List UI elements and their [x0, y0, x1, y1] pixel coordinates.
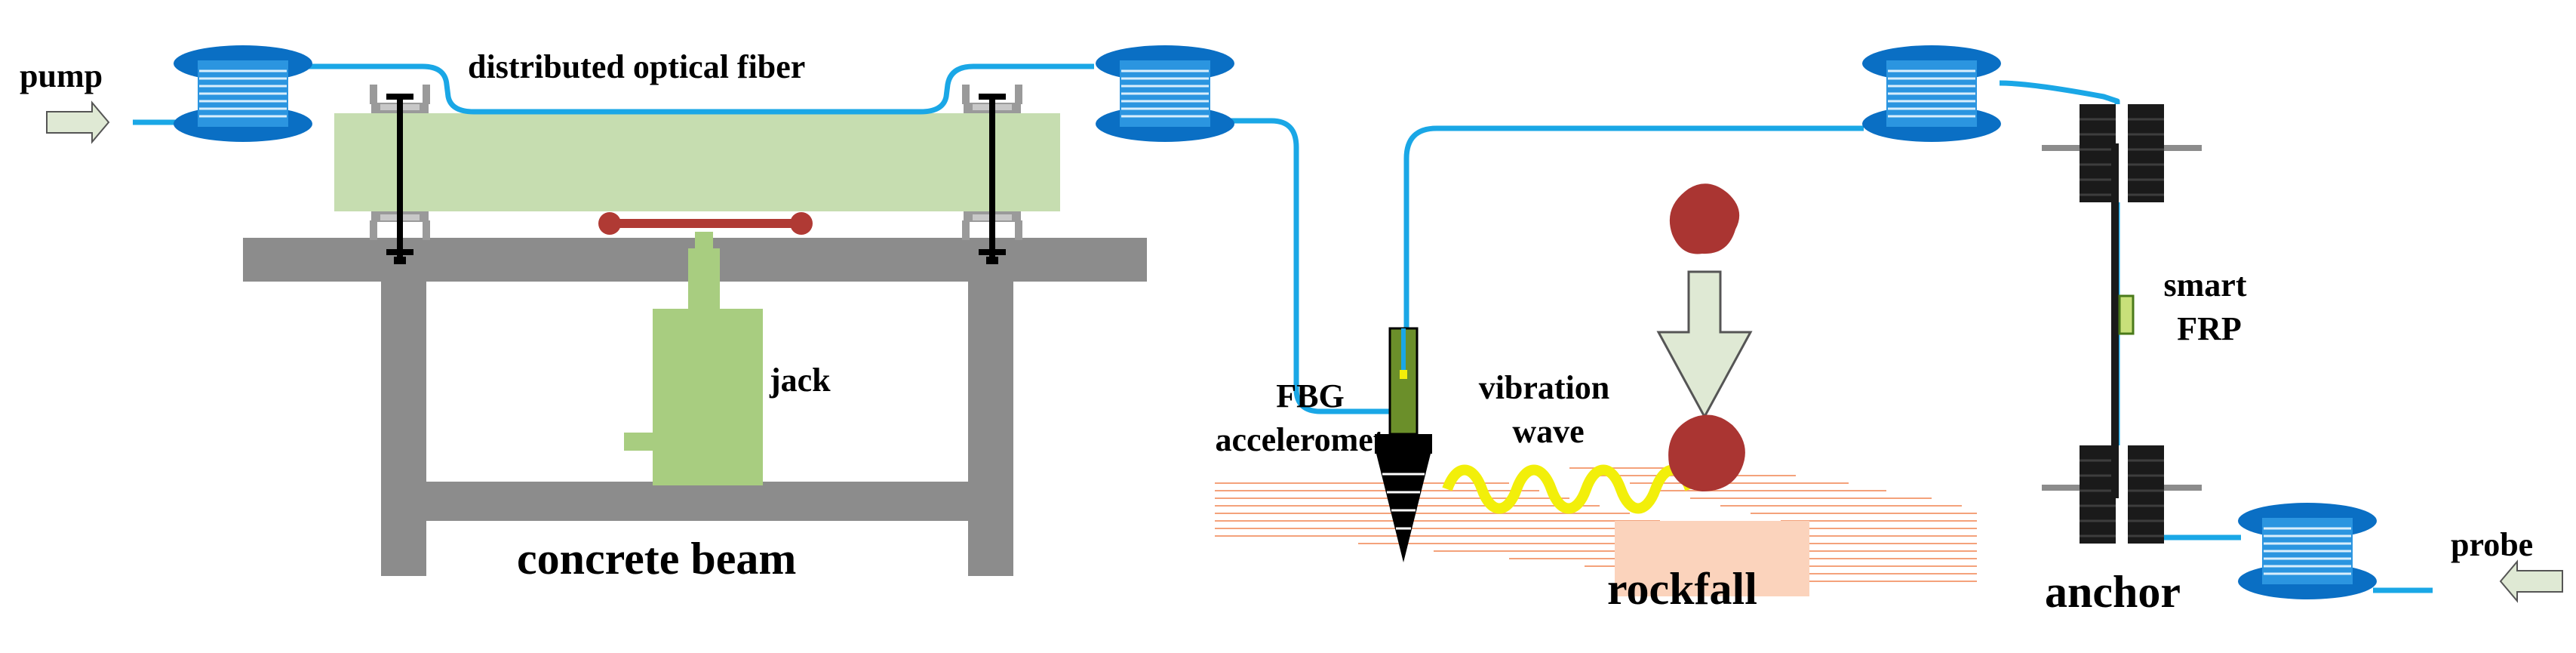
fiber-spool-right: [1861, 44, 2003, 143]
anchor-plate-top: [2078, 103, 2166, 204]
anchor-plate-bottom: [2078, 444, 2166, 545]
smart-frp-label: smart FRP: [2164, 266, 2255, 347]
beam-clamp-right: [962, 85, 1022, 264]
smart-frp-anchor: [2042, 103, 2202, 545]
probe-input-arrow: [2499, 559, 2563, 603]
fall-direction-arrow: [1656, 270, 1753, 420]
rockfall-label: rockfall: [1607, 564, 1757, 614]
vibration-wave: [1442, 464, 1695, 514]
falling-rock: [1669, 183, 1740, 254]
impacted-rock: [1668, 414, 1745, 491]
concrete-beam-setup: jack concrete beam: [243, 85, 1147, 584]
fbg-label: FBG accelerometer: [1216, 377, 1414, 458]
concrete-beam-label: concrete beam: [517, 534, 796, 584]
probe-label: probe: [2451, 526, 2533, 563]
hydraulic-jack: [598, 212, 813, 485]
pump-label: pump: [20, 57, 103, 94]
fiber-spool-center: [1094, 44, 1236, 143]
jack-label: jack: [769, 362, 831, 399]
fiber-spool-pump: [172, 44, 314, 143]
ground-layer: [1215, 467, 1977, 582]
fbg-accelerometer: [1375, 327, 1432, 562]
pump-input-arrow: [46, 100, 110, 144]
beam-clamp-left: [370, 85, 430, 264]
impact-block: [1615, 521, 1809, 596]
vibration-label: vibration wave: [1479, 369, 1618, 450]
anchor-label: anchor: [2045, 567, 2181, 617]
distributed-fiber-label: distributed optical fiber: [468, 48, 805, 85]
concrete-beam-body: [334, 113, 1060, 211]
fiber-spool-probe: [2236, 501, 2378, 601]
